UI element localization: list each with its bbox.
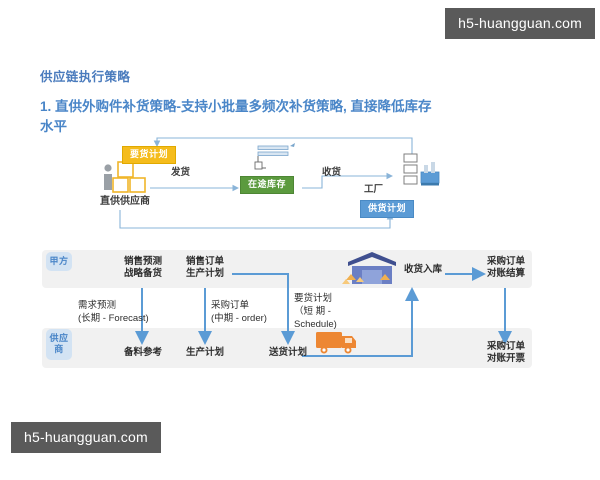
document-list-icon <box>254 143 295 170</box>
material-prep-node: 备料参考 <box>114 347 172 359</box>
upper-supply-diagram: 要货计划 在途库存 供货计划 直供供应商 发货 收货 工厂 <box>0 132 600 237</box>
watermark-bottom: h5-huangguan.com <box>11 422 161 453</box>
demand-forecast-line2: (长期 - Forecast) <box>78 312 149 324</box>
purchase-order-line2: (中期 - order) <box>211 312 267 324</box>
production-plan-node: 生产计划 <box>176 347 234 359</box>
section-label: 供应链执行策略 <box>40 70 131 84</box>
buyer-lane-tag: 甲方 <box>46 252 72 272</box>
sales-order-node: 销售订单 生产计划 <box>176 256 234 281</box>
po-reconciliation-line2: 对账结算 <box>486 268 525 280</box>
badge-in-transit-inventory: 在途库存 <box>240 176 295 194</box>
flow-connectors <box>135 252 512 357</box>
delivery-truck-icon <box>316 332 356 354</box>
label-factory: 工厂 <box>364 184 384 195</box>
warehouse-icon <box>342 252 396 284</box>
sales-order-line1: 销售订单 <box>185 256 224 267</box>
po-reconciliation-node: 采购订单 对账结算 <box>478 256 534 281</box>
demand-schedule-line1: 要货计划 <box>294 293 333 304</box>
stacked-crates-icon <box>403 153 418 185</box>
label-supplier: 直供供应商 <box>100 196 150 207</box>
badge-demand-plan: 要货计划 <box>122 146 177 164</box>
supplier-lane-tag: 供应商 <box>46 329 72 360</box>
demand-schedule-line2: （短 期 - <box>294 305 331 317</box>
po-invoicing-node: 采购订单 对账开票 <box>478 341 534 366</box>
sales-order-line2: 生产计划 <box>185 268 224 280</box>
label-ship: 发货 <box>171 167 191 178</box>
demand-forecast-line1: 需求预测 <box>78 300 117 311</box>
lower-swimlane-flow: 甲方 供应商 <box>0 246 600 376</box>
upper-diagram-connectors <box>104 137 440 229</box>
watermark-top: h5-huangguan.com <box>445 8 595 39</box>
delivery-plan-line1: 送货计划 <box>268 347 307 358</box>
sales-forecast-line2: 战略备货 <box>123 268 162 280</box>
demand-schedule-line3: Schedule) <box>294 318 337 330</box>
heading-block: 供应链执行策略 1. 直供外购件补货策略-支持小批量多频次补货策略, 直接降低库… <box>40 70 440 136</box>
page-title: 1. 直供外购件补货策略-支持小批量多频次补货策略, 直接降低库存水平 <box>40 99 432 134</box>
delivery-plan-node: 送货计划 <box>259 347 317 359</box>
badge-supply-plan: 供货计划 <box>360 200 415 218</box>
production-plan-line1: 生产计划 <box>185 347 224 358</box>
demand-schedule-edge: 要货计划 （短 期 - Schedule) <box>294 293 337 331</box>
purchase-order-line1: 采购订单 <box>211 300 250 311</box>
goods-receipt-node: 收货入库 <box>398 264 448 276</box>
sales-forecast-node: 销售预测 战略备货 <box>114 256 172 281</box>
demand-forecast-edge: 需求预测 (长期 - Forecast) <box>78 300 149 326</box>
person-with-boxes-icon <box>104 161 146 193</box>
label-receive: 收货 <box>322 167 342 178</box>
factory-icon <box>420 162 440 186</box>
purchase-order-edge: 采购订单 (中期 - order) <box>211 300 267 326</box>
po-reconciliation-line1: 采购订单 <box>486 256 525 267</box>
material-prep-line1: 备料参考 <box>123 347 162 358</box>
goods-receipt-line1: 收货入库 <box>403 264 442 275</box>
po-invoicing-line1: 采购订单 <box>486 341 525 352</box>
po-invoicing-line2: 对账开票 <box>486 353 525 365</box>
sales-forecast-line1: 销售预测 <box>123 256 162 267</box>
